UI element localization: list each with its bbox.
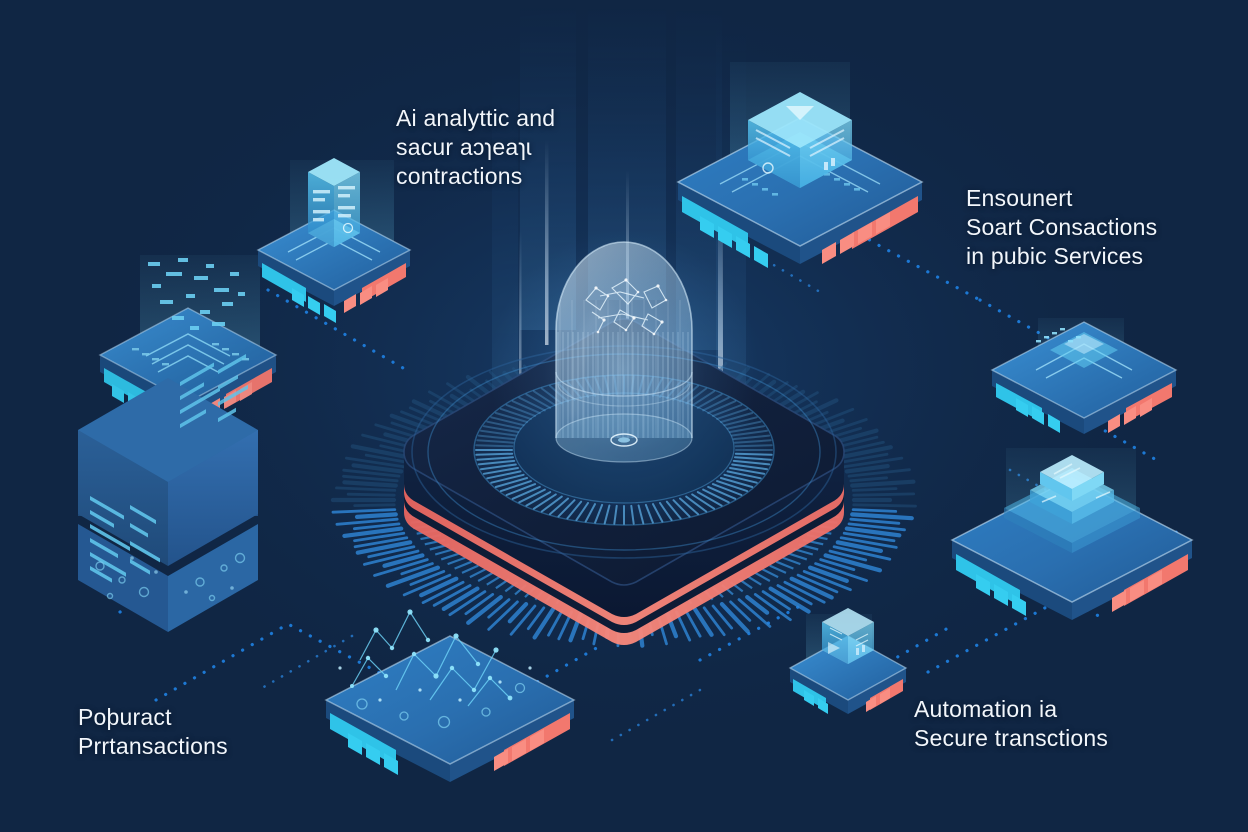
node-top-right bbox=[676, 62, 924, 268]
node-bottom-left bbox=[324, 609, 576, 782]
edge-connector-pins-coral bbox=[1108, 383, 1172, 433]
edge-connector-pins-coral bbox=[822, 196, 918, 264]
node-top-left bbox=[256, 158, 412, 323]
edge-connector-pins-coral bbox=[344, 263, 406, 313]
edge-connector-pins-coral bbox=[494, 713, 570, 771]
network-globe-graphic bbox=[585, 278, 668, 336]
data-code-block-icon bbox=[78, 353, 258, 632]
edge-connector-pins-cyan bbox=[262, 263, 336, 323]
edge-connector-pins-cyan bbox=[956, 554, 1026, 616]
edge-connector-pins-cyan bbox=[682, 196, 768, 268]
node-right-lower bbox=[950, 448, 1194, 620]
layered-cube-icon bbox=[676, 92, 924, 268]
node-data-block bbox=[78, 353, 258, 632]
edge-connector-pins-coral bbox=[1112, 554, 1188, 612]
edge-connector-pins-coral bbox=[866, 679, 903, 712]
edge-connector-pins-cyan bbox=[793, 679, 828, 714]
shield-chip-icon bbox=[990, 321, 1178, 434]
particle-network-icon bbox=[324, 609, 576, 782]
server-stack-icon bbox=[256, 158, 412, 323]
stacked-platform-icon bbox=[950, 455, 1194, 620]
node-bottom-right bbox=[788, 608, 908, 714]
edge-connector-pins-cyan bbox=[330, 713, 398, 775]
node-right-upper bbox=[990, 318, 1178, 434]
dome-base-emblem bbox=[610, 433, 638, 447]
glass-dome bbox=[489, 230, 759, 510]
edge-connector-pins-cyan bbox=[996, 383, 1060, 433]
cube-chip-icon bbox=[788, 608, 908, 714]
connection-lines-secondary bbox=[260, 248, 1094, 742]
